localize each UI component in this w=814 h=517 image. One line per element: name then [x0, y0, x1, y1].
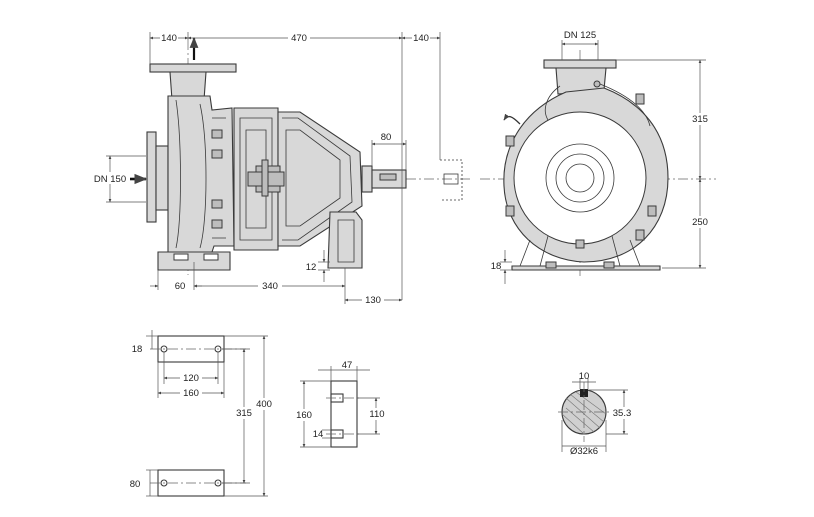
dim-120: 120 — [183, 373, 199, 384]
dim-140-right: 140 — [413, 33, 429, 44]
impeller-outer-circle — [513, 111, 647, 245]
shaft-collar — [361, 165, 373, 193]
shaft-keyway — [580, 389, 588, 397]
suction-neck — [155, 145, 169, 211]
dim-12: 12 — [306, 262, 317, 273]
dim-80: 80 — [381, 132, 392, 143]
discharge-flange — [149, 63, 237, 73]
dim-18-side: 18 — [491, 261, 502, 272]
dim-315-base: 315 — [236, 408, 252, 419]
side-foot-base — [511, 265, 661, 271]
dim-250-side: 250 — [692, 217, 708, 228]
dim-dn150: DN 150 — [94, 174, 126, 185]
dim-160-base: 160 — [183, 388, 199, 399]
dim-130: 130 — [365, 295, 381, 306]
bearing-support-foot — [327, 211, 363, 269]
dim-47: 47 — [342, 360, 353, 371]
dim-340: 340 — [262, 281, 278, 292]
dim-dn125: DN 125 — [564, 30, 596, 41]
foot-detail: 47 160 110 14 — [292, 360, 388, 448]
dim-160-foot: 160 — [296, 410, 312, 421]
shaft-section: 10 35.3 Ø32k6 — [558, 371, 634, 457]
dim-18-base: 18 — [132, 344, 143, 355]
dim-140-left: 140 — [161, 33, 177, 44]
dim-400: 400 — [256, 399, 272, 410]
side-view: DN 125 315 250 18 — [480, 30, 716, 284]
coupling-guard — [440, 159, 463, 201]
dim-60: 60 — [175, 281, 186, 292]
rotation-arrow — [503, 113, 521, 125]
dim-470: 470 — [291, 33, 307, 44]
dim-shaft-diameter: Ø32k6 — [570, 446, 598, 457]
dim-35-3: 35.3 — [613, 408, 632, 419]
suction-flange — [146, 131, 157, 223]
baseplate-footprint: 18 120 160 315 400 80 — [130, 330, 276, 497]
dim-110: 110 — [369, 409, 384, 420]
foot-detail-body — [330, 380, 358, 448]
dim-10: 10 — [579, 371, 590, 382]
dim-80-base: 80 — [130, 479, 141, 490]
side-discharge-flange — [543, 59, 617, 69]
front-view: 140 470 140 DN 150 80 12 60 340 13 — [90, 32, 470, 306]
dim-14: 14 — [313, 429, 324, 440]
dim-315-side: 315 — [692, 114, 708, 125]
